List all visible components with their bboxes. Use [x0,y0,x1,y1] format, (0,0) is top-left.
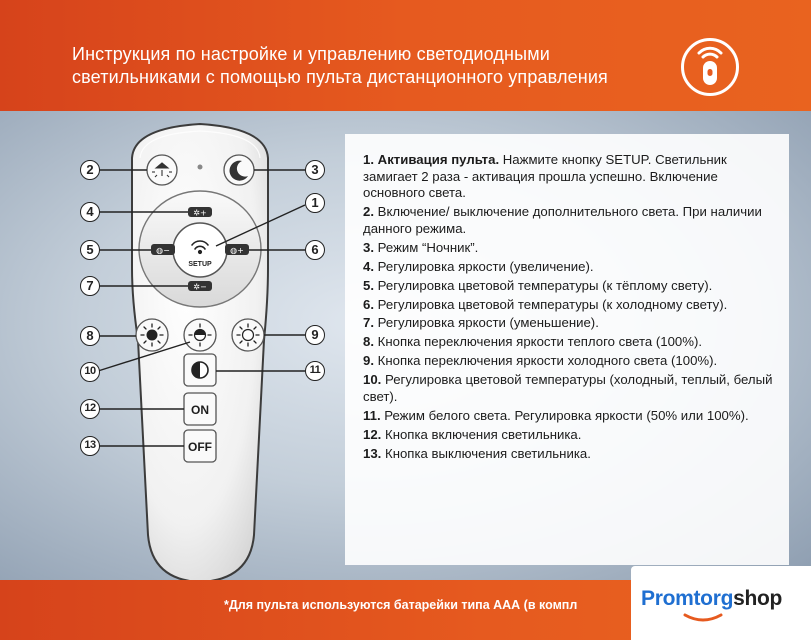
instruction-text: Кнопка выключения светильника. [381,445,591,461]
instruction-text: Режим белого света. Регулировка яркости … [380,407,749,423]
instruction-text: Регулировка яркости (увеличение). [374,258,594,274]
callout-11: 11 [305,361,325,381]
instruction-item: 8. Кнопка переключения яркости теплого с… [363,334,773,351]
instruction-number: 9. [363,353,374,369]
remote-control-icon [681,38,739,96]
callout-8: 8 [80,326,100,346]
instruction-item: 2. Включение/ выключение дополнительного… [363,204,773,237]
instruction-item: 11. Режим белого света. Регулировка ярко… [363,408,773,425]
instruction-text: Включение/ выключение дополнительного св… [363,204,762,236]
callout-10: 10 [80,362,100,382]
instruction-item: 1. Активация пульта. Нажмите кнопку SETU… [363,152,773,202]
instruction-item: 5. Регулировка цветовой температуры (к т… [363,278,773,295]
callout-12: 12 [80,399,100,419]
instruction-number: 4. [363,258,374,274]
svg-text:✲−: ✲− [193,283,206,292]
instruction-item: 4. Регулировка яркости (увеличение). [363,259,773,276]
instructions-panel: 1. Активация пульта. Нажмите кнопку SETU… [345,134,789,565]
title-line-1: Инструкция по настройке и управлению све… [72,44,550,64]
instruction-number: 1. [363,152,374,167]
instruction-text: Регулировка цветовой температуры (к холо… [374,296,728,312]
contrast-icon [191,361,209,379]
instruction-number: 10. [363,372,382,388]
callout-6: 6 [305,240,325,260]
instruction-text: Кнопка переключения яркости теплого свет… [374,334,703,350]
sun-filled-icon [140,323,164,347]
instruction-item: 6. Регулировка цветовой температуры (к х… [363,297,773,314]
callout-5: 5 [80,240,100,260]
callout-13: 13 [80,436,100,456]
instruction-number: 2. [363,204,374,220]
instruction-item: 12. Кнопка включения светильника. [363,427,773,444]
brightness-down-button[interactable]: ✲− [188,281,212,292]
moon-icon: ✦ [229,160,248,181]
svg-text:✲+: ✲+ [193,209,206,218]
setup-label: SETUP [188,261,212,268]
logo-wordmark: Promtorgshop [641,587,783,610]
on-button-label: ON [191,403,209,417]
logo-smile-icon [683,613,723,622]
callout-leaders [97,169,306,447]
instruction-text: Кнопка переключения яркости холодного св… [374,353,718,369]
callout-7: 7 [80,276,100,296]
lamp-icon [152,162,172,178]
instruction-number: 8. [363,334,374,350]
instruction-text: Регулировка цветовой температуры (к тёпл… [374,277,713,293]
header-banner: Инструкция по настройке и управлению све… [0,0,811,111]
instruction-number: 13. [363,445,382,461]
page-title: Инструкция по настройке и управлению све… [72,43,672,89]
off-button-label: OFF [188,440,212,454]
instruction-number: 3. [363,239,374,255]
callout-9: 9 [305,325,325,345]
instruction-heading-text: Активация пульта. [377,152,500,167]
instruction-text: Регулировка цветовой температуры (холодн… [363,372,773,404]
instruction-number: 7. [363,315,374,331]
instruction-item: 9. Кнопка переключения яркости холодного… [363,353,773,370]
title-line-2: светильниками с помощью пульта дистанцио… [72,67,608,87]
wifi-icon [191,240,209,255]
callout-2: 2 [80,160,100,180]
instruction-number: 5. [363,277,374,293]
instructions-list: 1. Активация пульта. Нажмите кнопку SETU… [363,152,773,464]
warm-temperature-button[interactable]: ◍− [151,244,175,255]
svg-text:✦: ✦ [232,161,238,169]
battery-note: *Для пульта используются батарейки типа … [224,598,578,612]
indicator-led [197,164,203,170]
instruction-text: Кнопка включения светильника. [381,426,582,442]
brightness-up-button[interactable]: ✲+ [188,207,212,218]
instruction-number: 12. [363,426,382,442]
instruction-item: 10. Регулировка цветовой температуры (хо… [363,372,773,405]
callout-1: 1 [305,193,325,213]
instruction-item: 13. Кнопка выключения светильника. [363,446,773,463]
callout-3: 3 [305,160,325,180]
sun-half-icon [188,323,212,347]
callout-4: 4 [80,202,100,222]
cold-temperature-button[interactable]: ◍+ [225,244,249,255]
instruction-item: 3. Режим “Ночник”. [363,240,773,257]
instruction-number: 11. [363,407,381,423]
instruction-item: 7. Регулировка яркости (уменьшение). [363,315,773,332]
instruction-text: Нажмите кнопку SETUP. Светильник замигае… [363,152,727,201]
instruction-heading: Активация пульта. [374,152,499,167]
instruction-text: Регулировка яркости (уменьшение). [374,315,599,331]
instruction-text: Режим “Ночник”. [374,239,479,255]
svg-text:◍+: ◍+ [230,246,244,255]
svg-text:◍−: ◍− [156,246,170,255]
instruction-number: 6. [363,296,374,312]
sun-outline-icon [236,323,260,347]
brand-logo: Promtorgshop [631,566,811,640]
